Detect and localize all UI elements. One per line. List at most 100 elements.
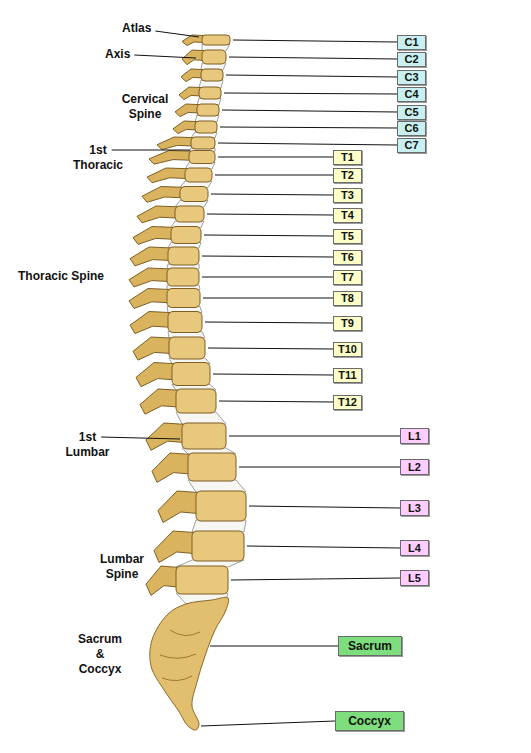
spinous-process bbox=[137, 206, 177, 223]
level-text: T9 bbox=[341, 318, 354, 329]
label-leader-line bbox=[155, 31, 199, 37]
leader-line bbox=[239, 467, 400, 468]
leader-line bbox=[205, 322, 333, 323]
leader-line bbox=[207, 214, 333, 215]
level-label-box: T9 bbox=[333, 316, 362, 331]
sacrum-ridge bbox=[160, 630, 200, 681]
leader-line bbox=[201, 721, 335, 726]
vertebral-body bbox=[192, 531, 244, 561]
vertebral-body bbox=[196, 491, 246, 521]
level-text: L2 bbox=[408, 462, 421, 473]
level-text: T4 bbox=[341, 210, 354, 221]
level-text: Coccyx bbox=[348, 715, 391, 727]
level-label-box: L3 bbox=[400, 500, 429, 516]
level-label-box: T12 bbox=[333, 395, 362, 410]
level-text: T12 bbox=[338, 397, 357, 408]
spinous-process bbox=[133, 227, 173, 245]
level-label-box: C6 bbox=[397, 121, 426, 136]
level-label-box: T8 bbox=[333, 291, 362, 306]
leader-line bbox=[203, 298, 333, 299]
level-label-box: L2 bbox=[400, 459, 429, 475]
spinous-process bbox=[140, 389, 178, 414]
vertebral-body bbox=[185, 168, 212, 182]
leader-line bbox=[215, 175, 333, 176]
leader-line bbox=[229, 436, 400, 437]
level-text: C3 bbox=[404, 72, 418, 83]
spinous-process bbox=[130, 312, 170, 334]
level-label-box: T1 bbox=[333, 150, 362, 165]
spinous-process bbox=[133, 337, 171, 360]
spinous-process bbox=[142, 187, 182, 203]
level-text: C7 bbox=[404, 140, 418, 151]
leader-line bbox=[220, 127, 397, 128]
spinous-process bbox=[149, 151, 191, 165]
level-label-box: T4 bbox=[333, 208, 362, 223]
leader-line bbox=[218, 143, 397, 145]
level-text: Sacrum bbox=[348, 640, 392, 652]
leader-line bbox=[231, 578, 400, 580]
spinous-process bbox=[129, 268, 169, 287]
level-label-box: T11 bbox=[333, 368, 362, 383]
level-label-box: Coccyx bbox=[335, 711, 404, 731]
spinous-process bbox=[147, 168, 187, 183]
region-label: Sacrum & Coccyx bbox=[75, 632, 125, 677]
level-label-box: C2 bbox=[397, 52, 426, 67]
sacrum-coccyx-bone bbox=[150, 597, 229, 730]
level-label-box: T2 bbox=[333, 168, 362, 183]
vertebral-body bbox=[167, 268, 199, 286]
intervertebral-disc bbox=[192, 520, 246, 532]
level-text: C2 bbox=[404, 54, 418, 65]
label-leader-group bbox=[101, 31, 199, 439]
spinous-process bbox=[136, 363, 174, 387]
level-label-box: L4 bbox=[400, 540, 429, 556]
vertebral-body bbox=[172, 363, 210, 386]
region-label: Thoracic Spine bbox=[18, 269, 104, 284]
level-label-box: L5 bbox=[400, 570, 429, 586]
level-text: T2 bbox=[341, 170, 354, 181]
spinous-process bbox=[157, 137, 193, 150]
level-text: T5 bbox=[341, 231, 354, 242]
leader-line bbox=[213, 374, 333, 375]
leader-line bbox=[211, 194, 333, 195]
vertebral-body bbox=[195, 121, 217, 133]
leader-group bbox=[201, 40, 400, 726]
spinous-process bbox=[146, 423, 184, 450]
level-text: C5 bbox=[404, 107, 418, 118]
level-label-box: T10 bbox=[333, 342, 362, 357]
leader-line bbox=[222, 110, 397, 112]
level-label-box: T5 bbox=[333, 229, 362, 244]
vertebral-body bbox=[182, 423, 226, 449]
leader-line bbox=[226, 75, 397, 77]
leader-line bbox=[218, 157, 333, 158]
region-label: Lumbar Spine bbox=[92, 552, 152, 582]
spinous-process bbox=[152, 453, 190, 482]
vertebral-body bbox=[189, 151, 215, 164]
vertebral-body bbox=[202, 35, 230, 45]
leader-line bbox=[219, 401, 333, 402]
leader-line bbox=[202, 277, 333, 278]
vertebral-body bbox=[171, 227, 201, 244]
vertebral-body bbox=[199, 87, 221, 99]
leader-line bbox=[229, 57, 397, 59]
vertebral-body bbox=[176, 566, 228, 594]
leader-line bbox=[247, 546, 400, 548]
level-text: L4 bbox=[408, 543, 421, 554]
level-label-box: C7 bbox=[397, 138, 426, 153]
spinous-process bbox=[181, 69, 203, 82]
level-label-box: C1 bbox=[397, 35, 426, 50]
level-text: T6 bbox=[341, 252, 354, 263]
vertebral-body bbox=[168, 312, 202, 333]
vertebral-body bbox=[169, 337, 205, 359]
label-leader-line bbox=[112, 150, 190, 151]
level-label-box: T7 bbox=[333, 270, 362, 285]
level-text: T8 bbox=[341, 293, 354, 304]
level-text: T7 bbox=[341, 272, 354, 283]
leader-line bbox=[202, 256, 333, 257]
level-text: C1 bbox=[404, 37, 418, 48]
level-label-box: L1 bbox=[400, 428, 429, 444]
spinous-process bbox=[129, 289, 169, 309]
level-label-box: C5 bbox=[397, 105, 426, 120]
intervertebral-disc bbox=[176, 412, 226, 424]
vertebral-body bbox=[202, 50, 226, 64]
